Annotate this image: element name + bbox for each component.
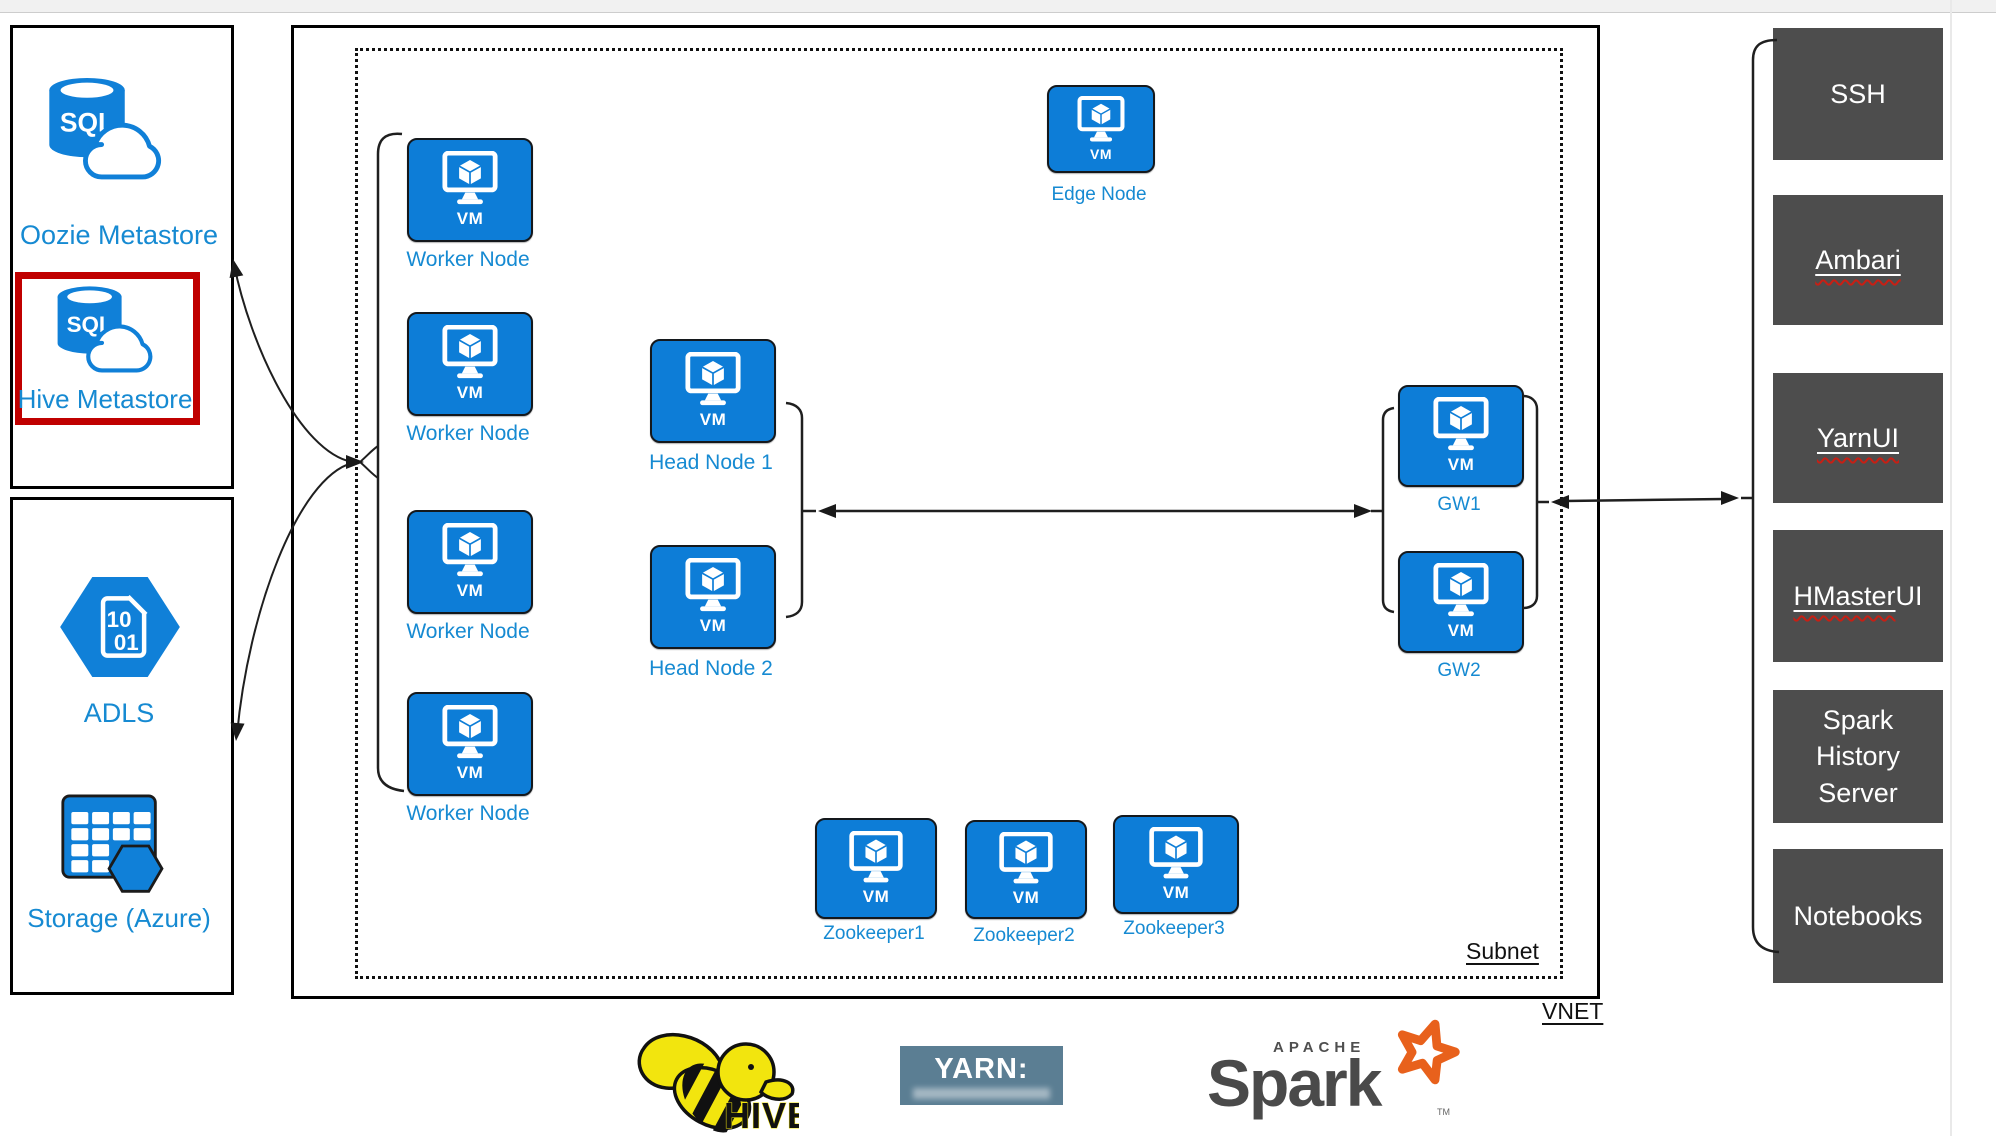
oozie-sql-database-icon [38,68,170,186]
ambari-label: Ambari [1815,244,1901,275]
vm-label: VM [699,410,727,429]
vm-icon [1427,397,1495,453]
worker-node-tile: VM [407,138,533,242]
vm-label: VM [456,581,484,600]
head-node-2-label: Head Node 2 [649,657,773,680]
window-top-strip [0,0,1996,13]
hive-metastore-label: Hive Metastore [17,384,193,414]
yarn-logo: YARN: [900,1046,1063,1105]
head-node-2-tile: VM [650,545,776,649]
worker-node-tile: VM [407,692,533,796]
vm-icon [679,558,747,614]
spark-tm-text: TM [1437,1107,1450,1117]
gateway-1-label: GW1 [1437,494,1481,515]
azure-storage-icon [60,793,178,899]
vm-label: VM [862,886,890,906]
zookeeper-1-label: Zookeeper1 [823,923,925,944]
bee-head [716,1042,776,1102]
subnet-label: Subnet [1466,938,1539,964]
vm-label: VM [1012,887,1040,907]
spark-history-label: Spark History Server [1815,704,1900,808]
vm-label: VM [1447,621,1475,640]
vm-icon [436,705,504,761]
zookeeper-2-tile: VM [965,820,1087,919]
gateway-2-label: GW2 [1437,660,1481,681]
vm-icon [1427,563,1495,619]
subnet-box [355,48,1563,979]
gateway-2-tile: VM [1398,551,1524,653]
spark-star-icon [1397,1019,1460,1085]
vm-label: VM [456,383,484,402]
hive-sql-database-icon [48,278,160,378]
hive-metastore-highlight-box [15,272,200,425]
notebooks-card: Notebooks [1773,849,1943,983]
bee-eye [748,1064,754,1070]
vm-icon [1143,827,1209,881]
vm-icon [436,325,504,381]
storage-azure-label: Storage (Azure) [27,903,211,933]
worker-node-tile: VM [407,510,533,614]
vm-label: VM [699,616,727,635]
adls-label: ADLS [83,698,155,728]
vm-label: VM [1447,455,1475,474]
vm-icon [436,523,504,579]
zookeeper-3-label: Zookeeper3 [1123,918,1225,939]
oozie-metastore-label: Oozie Metastore [19,220,219,250]
hmaster-label: HMaster [1793,580,1896,611]
vm-label: VM [1162,882,1190,902]
vm-icon [436,151,504,207]
ssh-label: SSH [1830,78,1886,109]
spark-history-card: Spark History Server [1773,690,1943,823]
yarn-logo-text: YARN: [934,1052,1029,1085]
vm-icon [993,832,1059,886]
edge-node-label: Edge Node [1051,184,1147,205]
vm-icon [679,352,747,408]
head-node-1-tile: VM [650,339,776,443]
worker-node-tile: VM [407,312,533,416]
worker-node-label: Worker Node [406,802,530,825]
bee-trunk [758,1078,795,1101]
hive-logo-text: HIVE [724,1095,799,1134]
adls-icon: 10 01 [53,568,187,686]
yarnui-card: YarnUI [1773,373,1943,503]
ambari-card: Ambari [1773,195,1943,325]
edge-node-tile: VM [1047,85,1155,173]
adls-digits-top: 10 [107,607,132,632]
vm-label: VM [456,763,484,782]
vm-icon [843,831,909,885]
hmaster-ui-suffix: UI [1895,580,1923,611]
vnet-label: VNET [1542,998,1604,1024]
ssh-card: SSH [1773,28,1943,160]
yarn-logo-blur-line [913,1087,1050,1099]
zookeeper-2-label: Zookeeper2 [973,925,1075,946]
adls-digits-bottom: 01 [114,630,139,655]
gateway-1-tile: VM [1398,385,1524,487]
zookeeper-1-tile: VM [815,818,937,919]
notebooks-label: Notebooks [1793,900,1923,931]
yarnui-label: YarnUI [1816,422,1900,453]
spark-apache-text: APACHE [1273,1039,1366,1056]
spark-logo: APACHE Spark TM [1205,1015,1465,1125]
hmaster-ui-card: HMaster UI [1773,530,1943,662]
zookeeper-3-tile: VM [1113,815,1239,914]
vm-icon [1072,96,1130,144]
worker-node-label: Worker Node [406,620,530,643]
hive-logo: HIVE [634,1022,799,1134]
worker-node-label: Worker Node [406,422,530,445]
worker-node-label: Worker Node [406,248,530,271]
head-node-1-label: Head Node 1 [649,451,773,474]
vm-label: VM [456,209,484,228]
spark-wordmark: Spark [1207,1046,1382,1120]
vm-label: VM [1090,146,1112,162]
slide-right-edge [1950,0,1952,1136]
